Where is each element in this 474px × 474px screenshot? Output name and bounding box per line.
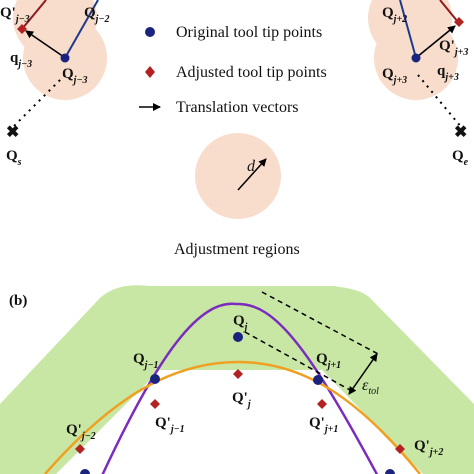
original-point-j+2 [385,469,395,474]
label-q-prime-j-3: Q'j−3 [0,5,30,25]
translation-vector-right [416,25,456,58]
tolerance-label: εtol [362,377,379,397]
original-point-j-2 [80,469,90,474]
adjusted-point-j+3 [454,17,464,27]
label-q-s: Qs [6,148,22,168]
adjustment-regions-caption: Adjustment regions [174,241,300,258]
adjusted-point-j-1 [150,399,160,409]
label-b-q-prime-j-2: Q'j−2 [66,422,96,442]
original-point-j-1 [150,374,160,384]
label-b-q-j+1: Qj+1 [316,351,341,371]
label-b-q-j-1: Qj−1 [133,351,159,371]
legend-vector-label: Translation vectors [176,99,299,116]
radius-arrow [237,158,267,191]
original-path-left [64,0,99,59]
adjusted-path-left [21,0,47,30]
adjustment-region-sample [195,133,281,219]
legend-adjusted-marker [145,66,155,78]
label-q-j+3: Qj+3 [382,66,407,86]
label-b-q-prime-j-1: Q'j−1 [155,415,185,435]
label-q-j-3: Qj−3 [62,66,88,86]
label-small-q-j+3: qj+3 [437,63,459,83]
panel-a: ✖ ✖ Q'j−3 Qj−2 qj−3 Qj−3 Qs Qj+2 Q'j+3 q… [0,0,469,258]
tolerance-band [0,286,474,474]
panel-b-tag: (b) [9,293,27,309]
tolerance-band-rounded [100,285,370,298]
tolerance-dashed-line-top [261,291,381,356]
adjusted-point-j+1 [317,399,327,409]
adjusted-path-right [439,0,459,23]
label-b-q-prime-j+1: Q'j+1 [309,415,338,435]
label-q-prime-j+3: Q'j+3 [439,38,468,58]
radius-label: d [247,158,256,175]
start-cross-icon: ✖ [6,124,19,141]
legend-original-label: Original tool tip points [176,24,322,41]
adjusted-point-j [233,369,243,379]
label-small-q-j-3: qj−3 [10,50,32,70]
label-q-e: Qe [452,148,469,168]
panel-b: (b) εtol Qj Q'j Qj−1 Q'j−1 Qj+1 Q'j+1 Q'… [0,285,474,474]
tolerance-dimension-arrow [348,353,378,395]
adjusted-point-j-3 [17,24,27,34]
adjusted-point-j-2 [75,444,85,454]
label-q-j+2: Qj+2 [382,5,407,25]
label-q-j-2: Qj−2 [84,5,110,25]
end-cross-icon: ✖ [454,124,467,141]
original-point-j [233,332,243,342]
original-path-right [399,0,417,59]
label-b-q-prime-j+2: Q'j+2 [414,438,443,458]
legend-adjusted-label: Adjusted tool tip points [176,64,327,81]
label-b-q-j: Qj [233,313,248,333]
dotted-path-right [417,74,463,129]
orange-spline-curve [44,360,421,474]
original-point-j-3 [60,53,70,63]
original-point-j+1 [313,375,323,385]
translation-vector-left [25,30,65,58]
legend: Original tool tip points Adjusted tool t… [139,24,327,116]
legend-original-marker [145,27,155,37]
label-b-q-prime-j: Q'j [232,390,251,410]
original-point-j+3 [411,53,421,63]
tolerance-dashed-line-bottom [244,331,351,391]
adjusted-point-j+2 [395,444,405,454]
